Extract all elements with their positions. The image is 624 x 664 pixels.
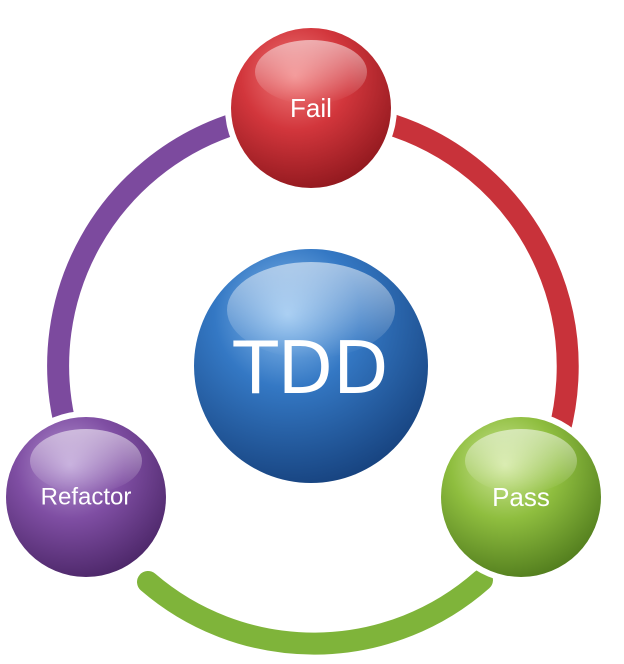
stage-label-refactor: Refactor	[41, 484, 132, 511]
stage-label-fail: Fail	[290, 93, 332, 123]
stage-node-fail: Fail	[225, 22, 397, 194]
center-label-tdd: TDD	[233, 326, 389, 410]
stage-node-pass: Pass	[435, 411, 607, 583]
center-node-tdd: TDD	[187, 242, 435, 490]
connector-refactor-to-fail	[47, 115, 239, 431]
connector-pass-to-refactor	[137, 569, 493, 655]
stage-node-refactor: Refactor	[0, 411, 172, 583]
connector-fail-to-pass	[371, 111, 579, 493]
stage-label-pass: Pass	[492, 482, 550, 512]
